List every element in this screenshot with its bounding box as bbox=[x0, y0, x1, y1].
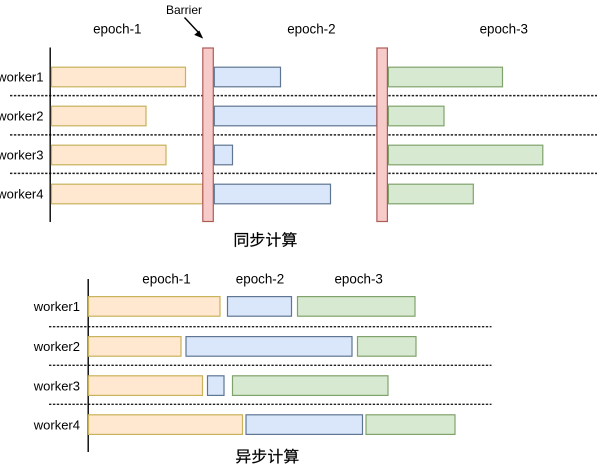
svg-text:worker1: worker1 bbox=[0, 70, 44, 85]
svg-text:epoch-1: epoch-1 bbox=[93, 22, 141, 37]
svg-text:worker3: worker3 bbox=[33, 378, 80, 393]
svg-text:epoch-3: epoch-3 bbox=[480, 22, 528, 37]
svg-text:worker4: worker4 bbox=[0, 187, 44, 202]
svg-text:epoch-2: epoch-2 bbox=[287, 22, 335, 37]
svg-text:Barrier: Barrier bbox=[166, 3, 202, 17]
svg-text:epoch-2: epoch-2 bbox=[236, 272, 284, 287]
svg-text:epoch-1: epoch-1 bbox=[142, 272, 190, 287]
svg-text:worker2: worker2 bbox=[0, 109, 44, 124]
svg-text:worker1: worker1 bbox=[33, 299, 80, 314]
svg-text:worker3: worker3 bbox=[0, 148, 44, 163]
svg-text:epoch-3: epoch-3 bbox=[334, 272, 382, 287]
svg-text:worker4: worker4 bbox=[33, 417, 80, 432]
svg-text:worker2: worker2 bbox=[33, 339, 80, 354]
